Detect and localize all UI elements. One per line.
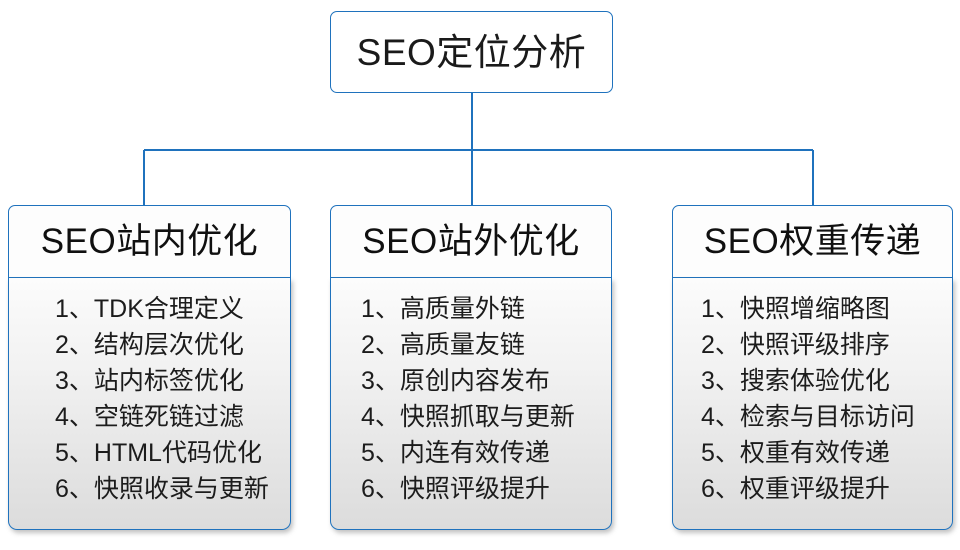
list-item: 3、原创内容发布 <box>361 367 550 395</box>
list-item: 3、站内标签优化 <box>55 367 244 395</box>
list-item: 1、高质量外链 <box>361 295 525 323</box>
branch-list-weight: 1、快照增缩略图 2、快照评级排序 3、搜索体验优化 4、检索与目标访问 5、权… <box>673 291 952 507</box>
branch-column-offsite: SEO站外优化 1、高质量外链 2、高质量友链 3、原创内容发布 4、快照抓取与… <box>330 205 612 530</box>
root-node-label: SEO定位分析 <box>356 31 587 73</box>
list-item: 1、TDK合理定义 <box>55 295 244 323</box>
list-item: 4、快照抓取与更新 <box>361 403 575 431</box>
list-item: 5、HTML代码优化 <box>55 439 262 467</box>
branch-list-offsite: 1、高质量外链 2、高质量友链 3、原创内容发布 4、快照抓取与更新 5、内连有… <box>331 291 611 507</box>
list-item: 5、权重有效传递 <box>701 439 890 467</box>
branch-header-offsite: SEO站外优化 <box>330 205 612 278</box>
root-node: SEO定位分析 <box>330 11 613 93</box>
list-item: 4、空链死链过滤 <box>55 403 244 431</box>
list-item: 2、高质量友链 <box>361 331 525 359</box>
branch-body-onsite: 1、TDK合理定义 2、结构层次优化 3、站内标签优化 4、空链死链过滤 5、H… <box>8 278 291 530</box>
branch-list-onsite: 1、TDK合理定义 2、结构层次优化 3、站内标签优化 4、空链死链过滤 5、H… <box>9 291 290 507</box>
branch-header-label: SEO站外优化 <box>362 222 580 261</box>
list-item: 6、快照收录与更新 <box>55 475 269 503</box>
branch-header-label: SEO站内优化 <box>40 222 259 261</box>
branch-body-weight: 1、快照增缩略图 2、快照评级排序 3、搜索体验优化 4、检索与目标访问 5、权… <box>672 278 953 530</box>
list-item: 6、快照评级提升 <box>361 475 550 503</box>
list-item: 2、结构层次优化 <box>55 331 244 359</box>
list-item: 4、检索与目标访问 <box>701 403 915 431</box>
list-item: 1、快照增缩略图 <box>701 295 890 323</box>
branch-body-offsite: 1、高质量外链 2、高质量友链 3、原创内容发布 4、快照抓取与更新 5、内连有… <box>330 278 612 530</box>
list-item: 5、内连有效传递 <box>361 439 550 467</box>
list-item: 6、权重评级提升 <box>701 475 890 503</box>
branch-header-onsite: SEO站内优化 <box>8 205 291 278</box>
branch-header-weight: SEO权重传递 <box>672 205 953 278</box>
branch-header-label: SEO权重传递 <box>703 222 922 261</box>
list-item: 3、搜索体验优化 <box>701 367 890 395</box>
branch-column-weight: SEO权重传递 1、快照增缩略图 2、快照评级排序 3、搜索体验优化 4、检索与… <box>672 205 953 530</box>
list-item: 2、快照评级排序 <box>701 331 890 359</box>
branch-column-onsite: SEO站内优化 1、TDK合理定义 2、结构层次优化 3、站内标签优化 4、空链… <box>8 205 291 530</box>
